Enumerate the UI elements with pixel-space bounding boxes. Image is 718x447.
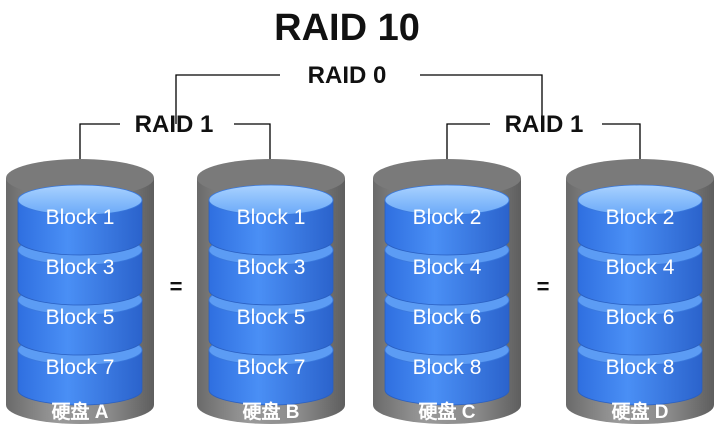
mirror-equals-right: = [537,274,550,299]
disk-shell-top [566,159,714,197]
block-body [208,349,334,406]
block-body [17,249,143,306]
block-label: Block 8 [606,356,675,379]
block-body [577,249,703,306]
block-label: Block 5 [46,306,115,329]
block-label: Block 3 [237,256,306,279]
block-segment: Block 1 [208,184,334,256]
block-body [17,349,143,406]
block-label: Block 6 [606,306,675,329]
block-label: Block 3 [46,256,115,279]
raid0-connector [175,74,543,124]
block-label: Block 7 [237,356,306,379]
disk-shell-top [6,159,154,197]
block-segment: Block 4 [577,234,703,306]
block-body [17,199,143,256]
block-segment: Block 8 [577,334,703,406]
block-body [17,299,143,356]
raid1-label-left: RAID 1 [135,111,214,138]
block-label: Block 7 [46,356,115,379]
block-label: Block 4 [413,256,482,279]
block-body [384,299,510,356]
raid0-label: RAID 0 [308,62,387,89]
block-label: Block 1 [237,206,306,229]
disk-d: Block 8 Block 6 Block 4 Block 2 硬盘 D [566,159,714,424]
block-label: Block 8 [413,356,482,379]
block-body [208,299,334,356]
block-body [577,199,703,256]
disk-c: Block 8 Block 6 Block 4 Block 2 硬盘 C [373,159,521,424]
disk-label: 硬盘 B [242,400,299,423]
block-body [577,349,703,406]
block-label: Block 4 [606,256,675,279]
block-body [208,199,334,256]
disk-b: Block 7 Block 5 Block 3 Block 1 硬盘 B [197,159,345,424]
diagram-title: RAID 10 [274,7,420,49]
disk-label: 硬盘 D [611,400,668,423]
block-label: Block 1 [46,206,115,229]
raid1-label-right: RAID 1 [505,111,584,138]
block-body [384,199,510,256]
block-body [577,299,703,356]
disk-label: 硬盘 A [51,400,108,423]
block-top [384,184,510,216]
block-segment: Block 2 [577,184,703,256]
block-top [17,184,143,216]
disk-shell-top [373,159,521,197]
block-top [208,184,334,216]
block-body [208,249,334,306]
block-label: Block 6 [413,306,482,329]
block-body [384,349,510,406]
disk-label: 硬盘 C [418,400,475,423]
mirror-equals-left: = [170,274,183,299]
block-label: Block 2 [606,206,675,229]
block-top [577,184,703,216]
disk-shell-top [197,159,345,197]
disk-a: Block 7 Block 5 Block 3 Block 1 硬盘 A [6,159,154,424]
block-segment: Block 2 [384,184,510,256]
block-label: Block 2 [413,206,482,229]
block-segment: Block 1 [17,184,143,256]
block-body [384,249,510,306]
block-label: Block 5 [237,306,306,329]
